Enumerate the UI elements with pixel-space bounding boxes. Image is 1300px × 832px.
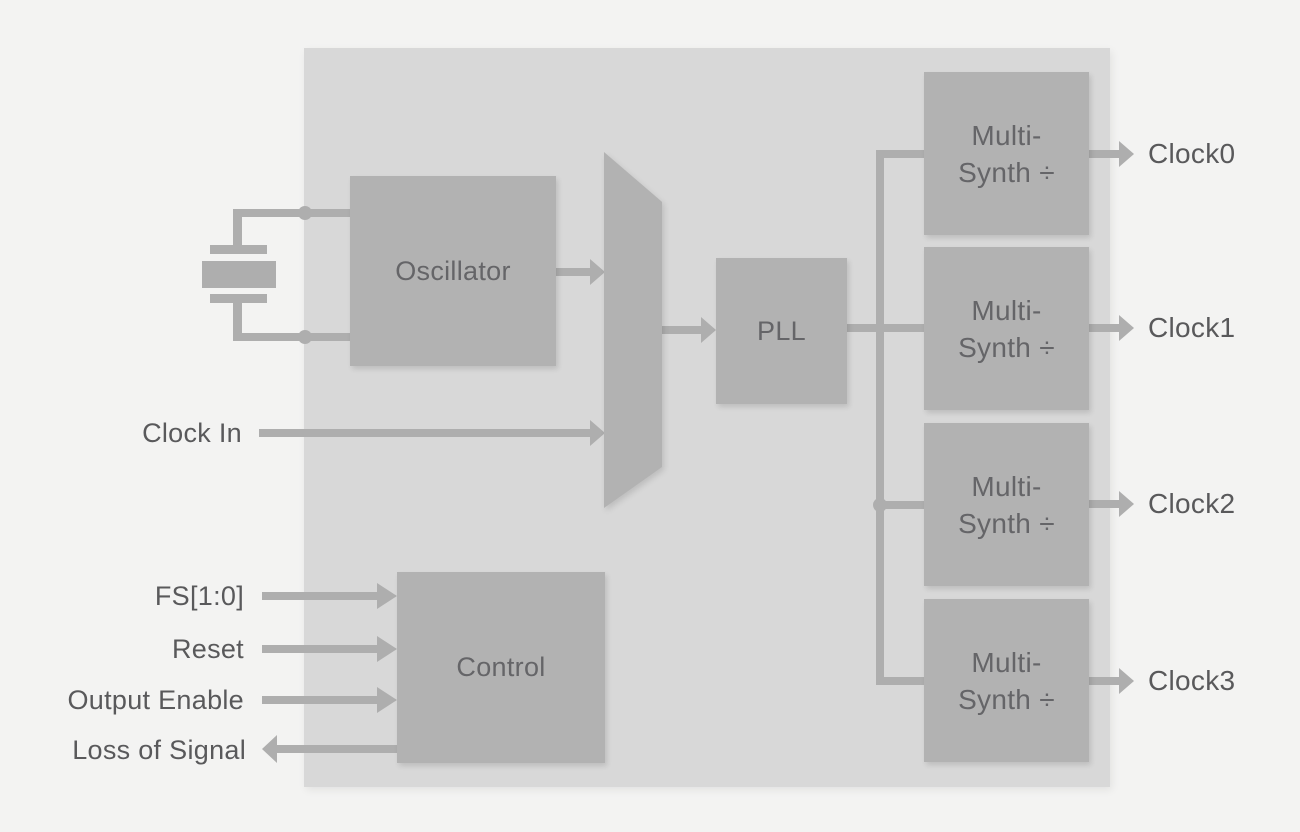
- oscillator-to-mux-arrow-shaft: [556, 268, 590, 276]
- fs-label: FS[1:0]: [154, 580, 244, 611]
- pll-label: PLL: [757, 315, 806, 346]
- multisynth-block-1: Multi- Synth ÷: [924, 247, 1089, 410]
- clock2-arrow-shaft: [1089, 500, 1119, 508]
- clock0-arrow-head: [1119, 141, 1134, 167]
- bus-stub-multisynth3: [876, 677, 924, 685]
- crystal-top-wire: [233, 209, 352, 217]
- multisynth0-label-line1: Multi-: [971, 119, 1042, 151]
- bus-stub-multisynth0: [876, 150, 924, 158]
- clock1-arrow-shaft: [1089, 324, 1119, 332]
- multisynth3-label-line2: Synth ÷: [958, 683, 1055, 715]
- multisynth-block-3: Multi- Synth ÷: [924, 599, 1089, 762]
- bus-stub-multisynth2: [880, 501, 924, 509]
- crystal-bottom-wire: [233, 333, 352, 341]
- multisynth3-label-line1: Multi-: [971, 646, 1042, 678]
- clock2-label: Clock2: [1148, 488, 1236, 519]
- clock-bus-vertical: [876, 150, 884, 685]
- crystal-top-plate: [210, 245, 267, 254]
- clock2-arrow-head: [1119, 491, 1134, 517]
- reset-label: Reset: [171, 633, 244, 664]
- crystal-bottom-plate: [210, 294, 267, 303]
- crystal-bottom-lead: [233, 303, 242, 341]
- output-enable-arrow-head: [377, 687, 397, 713]
- pll-block: PLL: [716, 258, 847, 404]
- loss-of-signal-label: Loss of Signal: [72, 734, 246, 765]
- crystal-bottom-pin-dot: [298, 330, 312, 344]
- clock1-arrow-head: [1119, 315, 1134, 341]
- fs-arrow-shaft: [262, 592, 377, 600]
- mux-shape: [604, 152, 662, 508]
- mux-to-pll-arrow-head: [701, 317, 716, 343]
- multisynth-block-0: Multi- Synth ÷: [924, 72, 1089, 235]
- control-label: Control: [456, 652, 546, 682]
- reset-arrow-head: [377, 636, 397, 662]
- multisynth0-label-line2: Synth ÷: [958, 156, 1055, 188]
- clock-in-wire: [259, 429, 590, 437]
- control-block: Control: [397, 572, 605, 763]
- multisynth2-label-line1: Multi-: [971, 470, 1042, 502]
- multisynth1-label-line1: Multi-: [971, 294, 1042, 326]
- output-enable-label: Output Enable: [67, 684, 244, 715]
- reset-arrow-shaft: [262, 645, 377, 653]
- oscillator-block: Oscillator: [350, 176, 556, 366]
- clock-in-arrow-head: [590, 420, 605, 446]
- clock3-arrow-shaft: [1089, 677, 1119, 685]
- multisynth-block-2: Multi- Synth ÷: [924, 423, 1089, 586]
- loss-of-signal-arrow-shaft: [277, 745, 397, 753]
- clock-in-label: Clock In: [142, 417, 242, 448]
- clock3-arrow-head: [1119, 668, 1134, 694]
- clock0-label: Clock0: [1148, 138, 1236, 169]
- loss-of-signal-arrow-head: [262, 735, 277, 763]
- bus-junction-dot: [873, 498, 887, 512]
- clock1-label: Clock1: [1148, 312, 1236, 343]
- output-enable-arrow-shaft: [262, 696, 377, 704]
- mux-body: [604, 152, 662, 508]
- clock0-arrow-shaft: [1089, 150, 1119, 158]
- oscillator-to-mux-arrow-head: [590, 259, 605, 285]
- crystal-body: [202, 261, 276, 288]
- crystal-top-lead: [233, 209, 242, 250]
- fs-arrow-head: [377, 583, 397, 609]
- clock3-label: Clock3: [1148, 665, 1236, 696]
- multisynth1-label-line2: Synth ÷: [958, 331, 1055, 363]
- crystal-top-pin-dot: [298, 206, 312, 220]
- oscillator-label: Oscillator: [395, 255, 511, 286]
- multisynth2-label-line2: Synth ÷: [958, 507, 1055, 539]
- mux-to-pll-arrow-shaft: [662, 326, 701, 334]
- pll-output-wire: [847, 324, 924, 332]
